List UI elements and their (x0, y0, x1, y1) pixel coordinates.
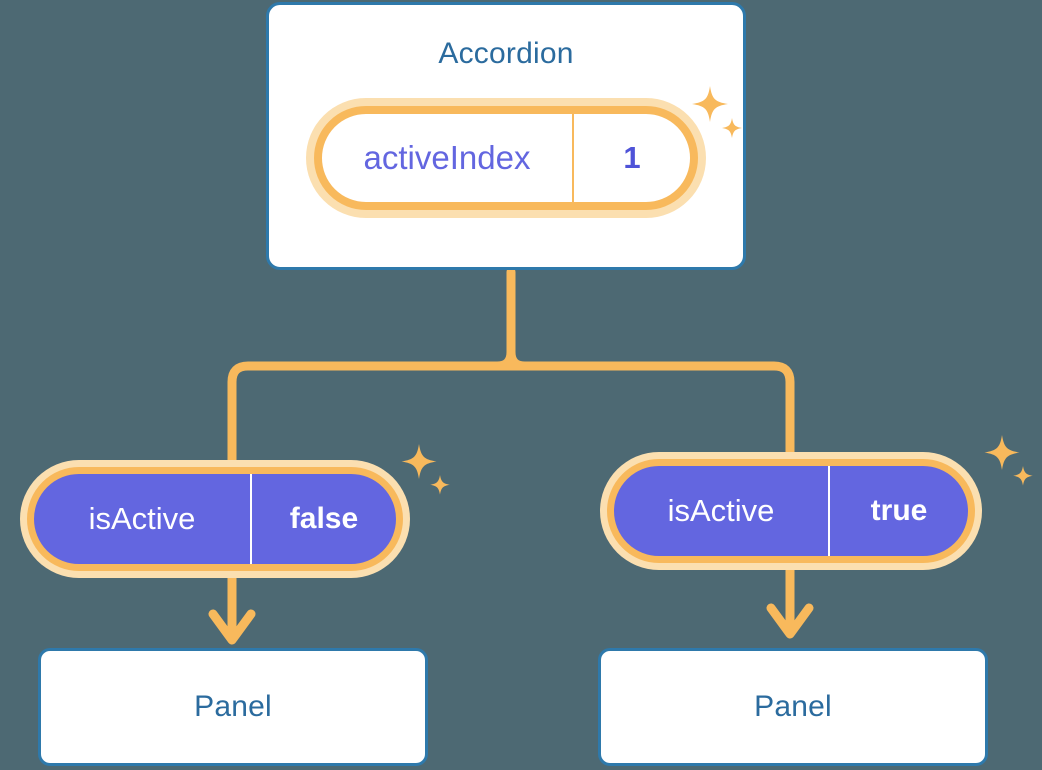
sparkle-large-icon (401, 444, 437, 479)
arrow-head-right (766, 603, 814, 639)
connector-branch-right (506, 361, 795, 457)
sparkle-large-icon (984, 435, 1020, 470)
component-card-panel-right[interactable]: Panel (598, 648, 988, 766)
state-pill-is-active-false[interactable]: isActive false (20, 460, 410, 578)
connector-trunk-left (492, 347, 516, 371)
sparkles-icon (401, 444, 450, 495)
state-key-label: activeIndex (322, 114, 574, 202)
sparkle-small-icon (430, 475, 450, 495)
connector-trunk-right (506, 267, 530, 371)
sparkles-icon (984, 435, 1033, 486)
component-card-panel-left[interactable]: Panel (38, 648, 428, 766)
state-value-label: true (870, 494, 928, 527)
panel-title: Panel (194, 690, 272, 723)
sparkle-small-icon (1013, 466, 1033, 486)
state-pill-body: isActive true (607, 459, 975, 563)
state-value-label: false (289, 502, 359, 535)
panel-title: Panel (754, 690, 832, 723)
arrow-head-left (208, 609, 256, 645)
state-key-label: isActive (34, 474, 252, 564)
state-pill-body: isActive false (27, 467, 403, 571)
state-pill-is-active-true[interactable]: isActive true (600, 452, 982, 570)
state-key-label: isActive (614, 466, 830, 556)
state-value-label: 1 (623, 140, 641, 175)
state-pill-body: activeIndex 1 (314, 106, 698, 210)
state-pill-active-index[interactable]: activeIndex 1 (306, 98, 706, 218)
connector-branch-left (227, 361, 516, 465)
accordion-title: Accordion (438, 37, 574, 70)
